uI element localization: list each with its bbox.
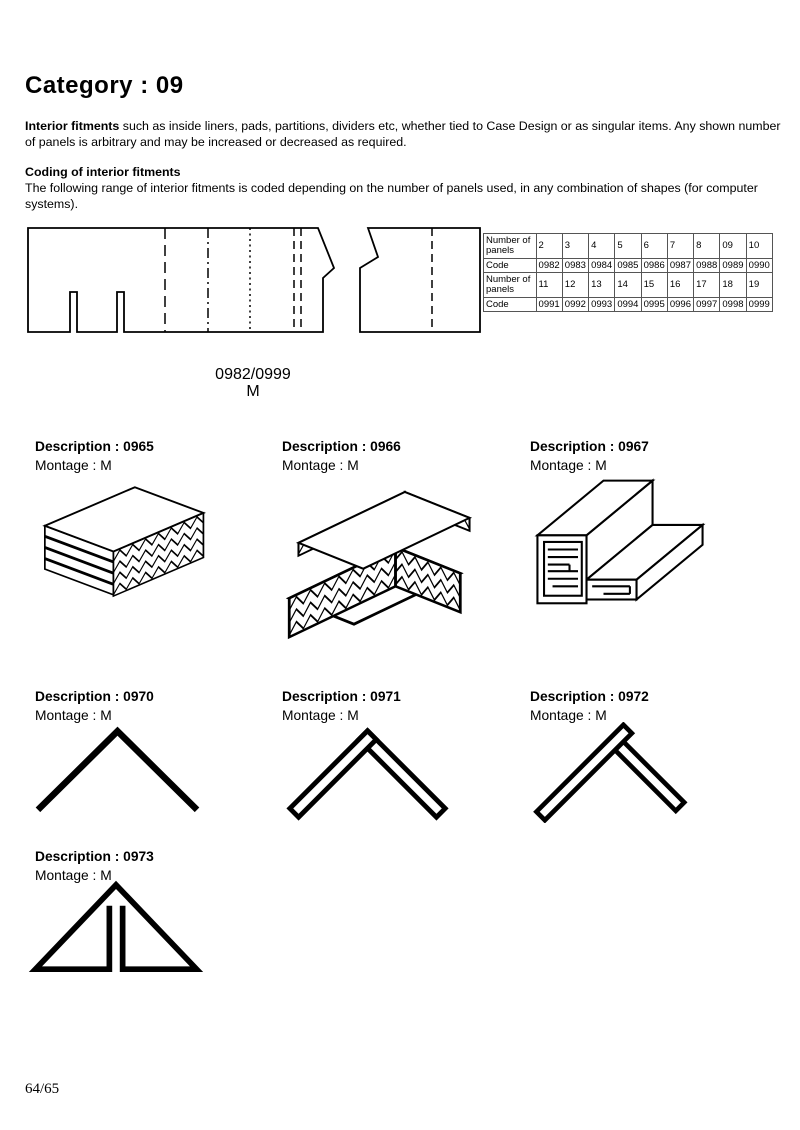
intro-lead: Interior fitments [25,119,120,133]
montage-label: Montage : M [530,458,607,473]
item-label-0973: Description : 0973 Montage : M [35,847,154,885]
table-row: Code 0982 0983 0984 0985 0986 0987 0988 … [483,258,774,273]
item-label-0971: Description : 0971 Montage : M [282,687,401,725]
illustration-0965-stacked-pads [42,486,206,598]
item-label-0966: Description : 0966 Montage : M [282,437,401,475]
page-title: Category : 09 [25,72,184,99]
table-row: Code 0991 0992 0993 0994 0995 0996 0997 … [483,297,774,312]
item-label-0970: Description : 0970 Montage : M [35,687,154,725]
panels-header-cell: Number of panels [483,272,537,298]
code-header-cell: Code [483,297,537,312]
code-header-cell: Code [483,258,537,273]
montage-label: Montage : M [35,458,112,473]
item-label-0972: Description : 0972 Montage : M [530,687,649,725]
montage-label: Montage : M [530,708,607,723]
code-range-label: 0982/0999 [215,366,291,383]
montage-label: Montage : M [282,708,359,723]
table-row: Number of panels 11 12 13 14 15 16 17 18… [483,272,774,298]
code-range-montage: M [246,383,260,400]
description-label: Description : 0972 [530,689,649,704]
description-label: Description : 0973 [35,849,154,864]
coding-text: The following range of interior fitments… [25,181,758,211]
description-label: Description : 0970 [35,689,154,704]
illustration-0966-folded-pads [285,490,473,640]
montage-label: Montage : M [35,708,112,723]
montage-label: Montage : M [282,458,359,473]
illustration-0973-triangle [28,880,204,973]
illustration-0971-folded-chevron [286,727,449,821]
illustration-0972-folded-chevron [533,722,688,823]
intro-paragraph: Interior fitments such as inside liners,… [25,119,781,150]
table-row: Number of panels 2 3 4 5 6 7 8 09 10 [483,233,774,259]
montage-label: Montage : M [35,868,112,883]
description-label: Description : 0967 [530,439,649,454]
illustration-0967-step-liner [534,478,706,605]
item-label-0965: Description : 0965 Montage : M [35,437,154,475]
coding-heading: Coding of interior fitments [25,165,181,179]
page-number: 64/65 [25,1081,60,1097]
description-label: Description : 0966 [282,439,401,454]
description-label: Description : 0965 [35,439,154,454]
description-label: Description : 0971 [282,689,401,704]
illustration-0970-chevron [35,726,200,813]
intro-rest: such as inside liners, pads, partitions,… [25,119,781,149]
item-label-0967: Description : 0967 Montage : M [530,437,649,475]
die-cut-blank-drawing [27,227,481,333]
panels-header-cell: Number of panels [483,233,537,259]
panel-code-table: Number of panels 2 3 4 5 6 7 8 09 10 Cod… [483,233,774,312]
